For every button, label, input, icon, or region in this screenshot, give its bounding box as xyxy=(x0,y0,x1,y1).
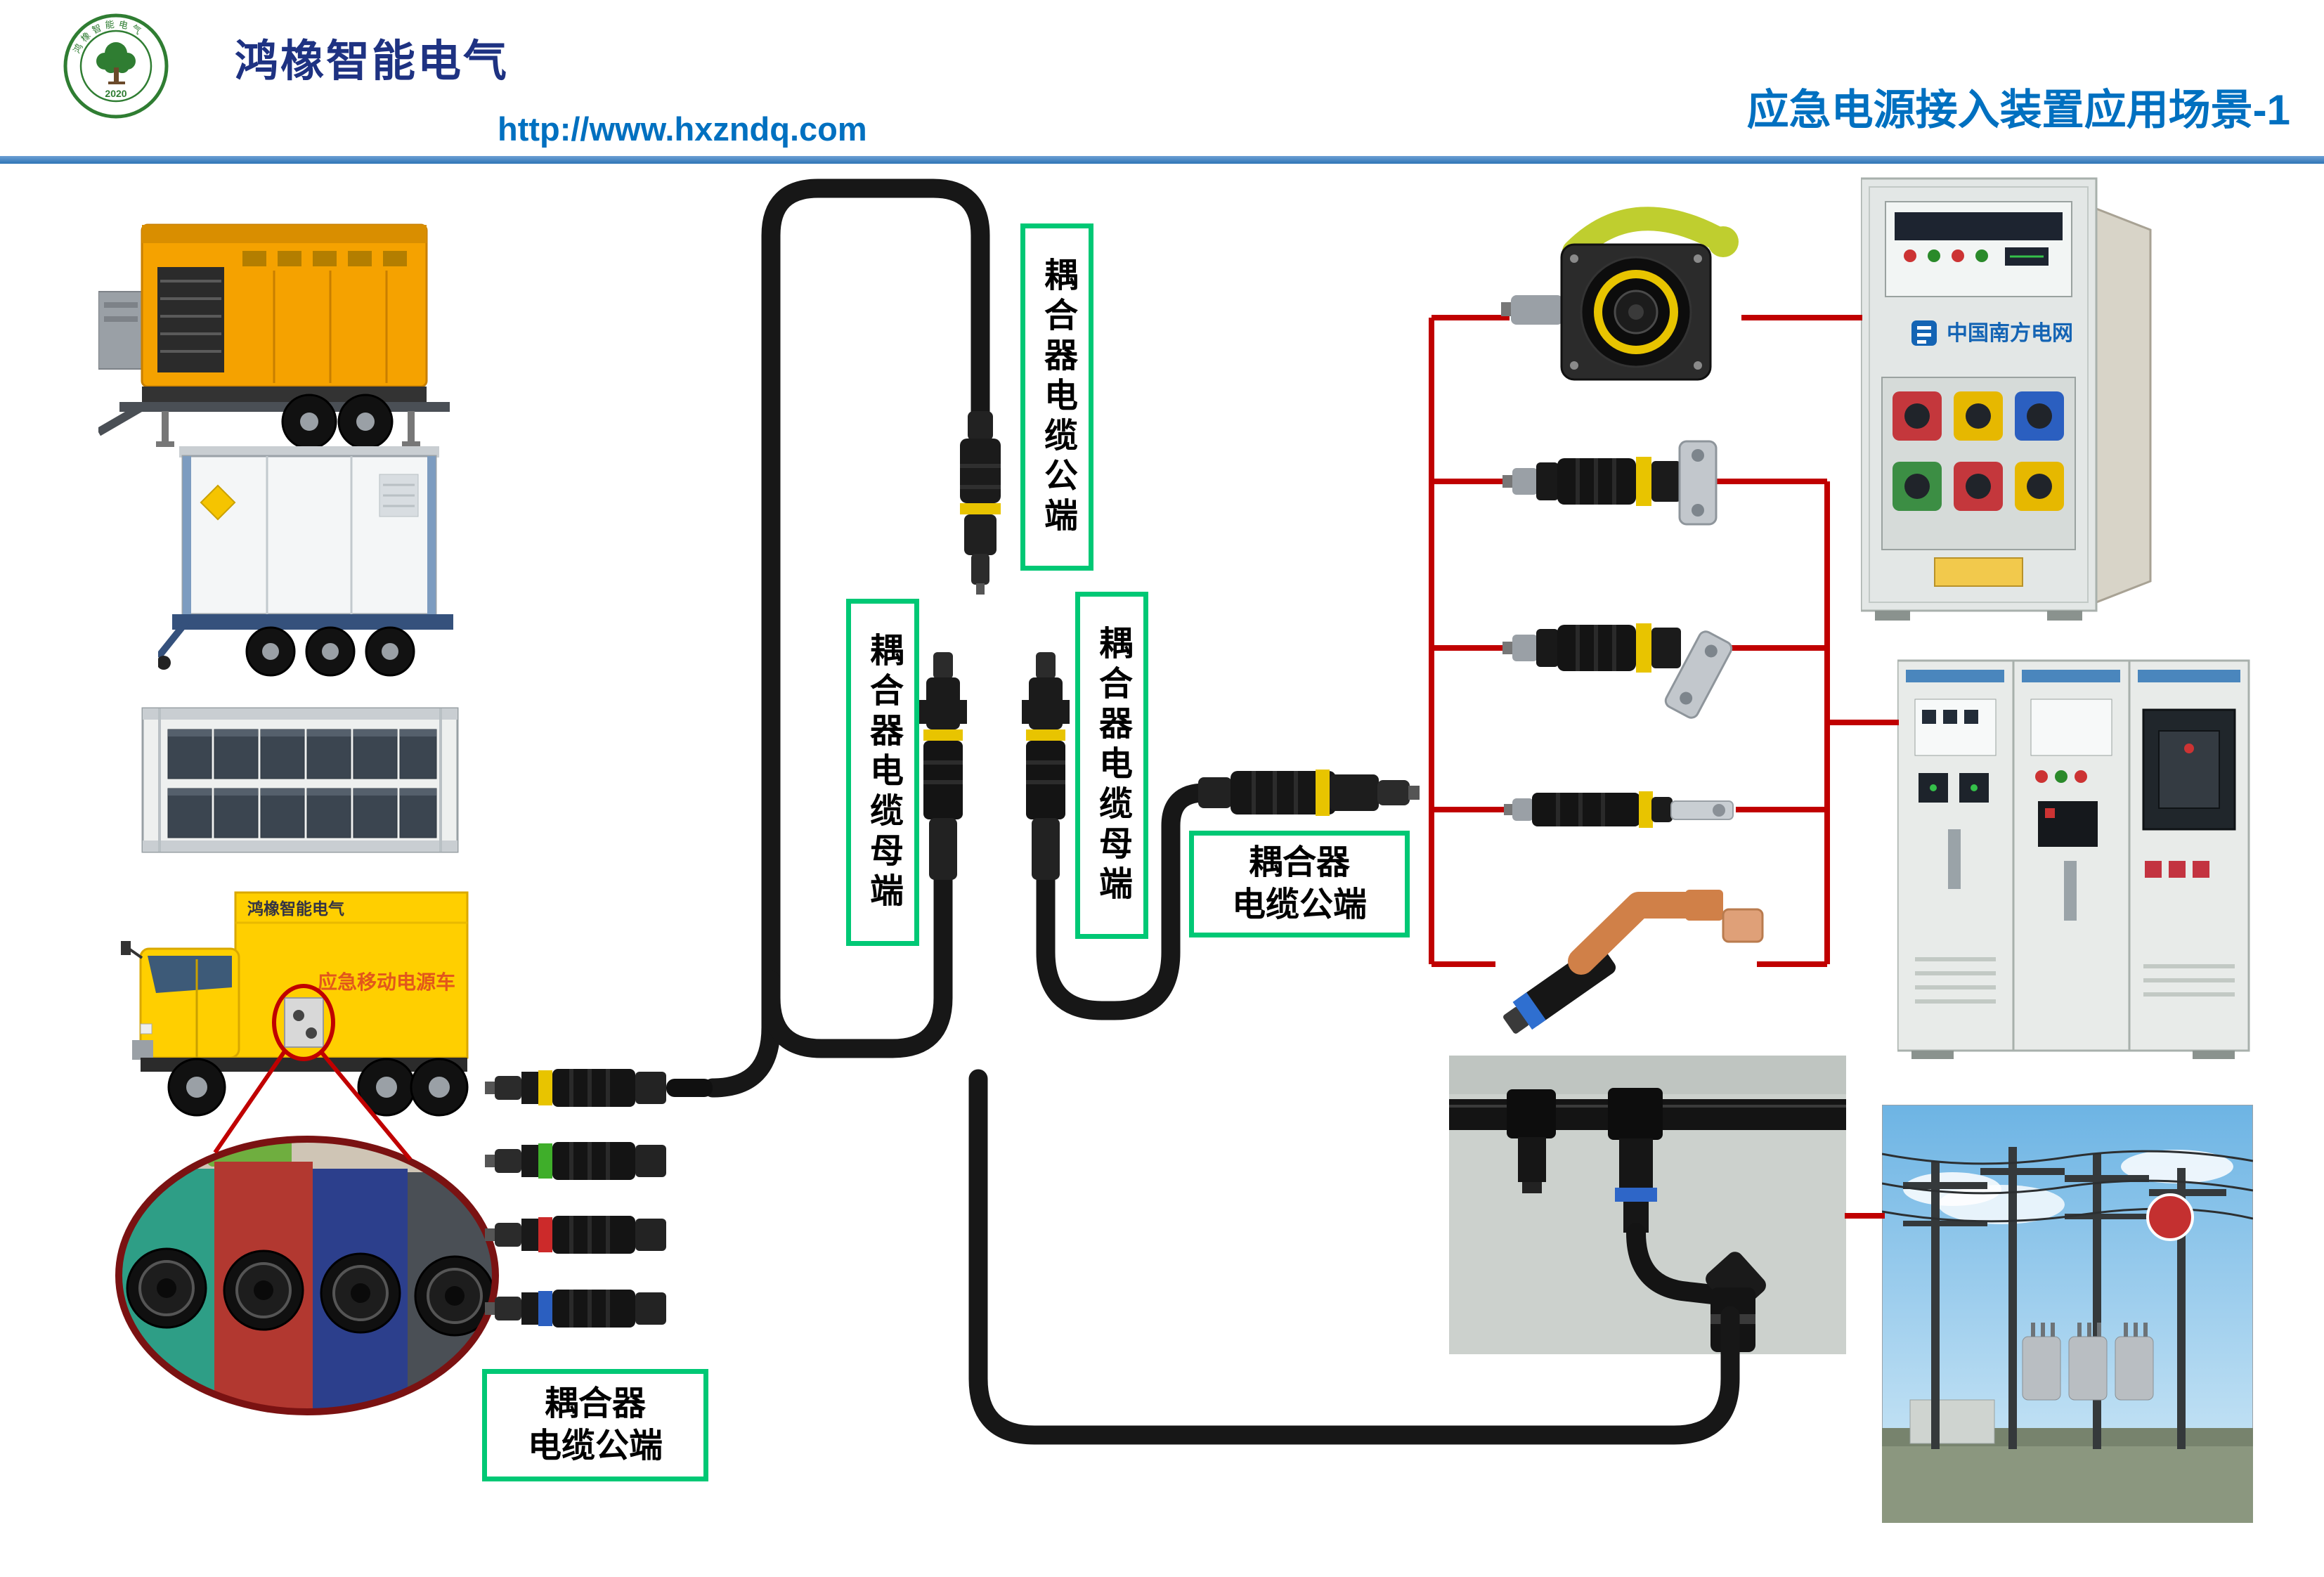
bulkhead-receptacle-bracket xyxy=(1502,623,1733,719)
page-title: 应急电源接入装置应用场景-1 xyxy=(1746,86,2290,134)
transformer-trailer-image xyxy=(158,446,453,677)
transformer-icons xyxy=(2022,1323,2154,1401)
tree-icon xyxy=(96,42,136,84)
label-coupler-cable-male-mid: 耦合器 电缆公端 xyxy=(1189,831,1410,937)
website-url: http://www.hxzndq.com xyxy=(498,110,867,148)
company-name: 鸿橡智能电气 xyxy=(235,37,509,86)
distribution-cabinet-image: 中国南方电网 xyxy=(1861,177,2152,621)
truck-side-text: 应急移动电源车 xyxy=(318,971,455,993)
coupler-male-connector-top xyxy=(960,411,1001,595)
battery-container-image xyxy=(141,707,459,853)
label-line-2: 电缆公端 xyxy=(527,1427,663,1465)
tbranch-connector-1 xyxy=(1507,1089,1556,1193)
grid-brand-logo xyxy=(1911,320,1937,346)
panel-inlet-socket xyxy=(1501,207,1739,381)
generator-trailer-image xyxy=(98,223,450,450)
spare-coupler-plug-green xyxy=(485,1142,666,1180)
spare-coupler-plug-blue xyxy=(485,1290,666,1328)
label-line-1: 耦合器 xyxy=(544,1385,646,1422)
cabinet-brand-text: 中国南方电网 xyxy=(1947,321,2073,345)
header-divider xyxy=(0,156,2324,164)
label-coupler-cable-male-bottom: 耦合器 电缆公端 xyxy=(482,1369,708,1481)
label-line-2: 电缆公端 xyxy=(1231,886,1367,923)
red-connection-lines xyxy=(213,315,1899,1219)
logo-year: 2020 xyxy=(105,88,126,99)
tbranch-connector-2 xyxy=(1608,1088,1663,1233)
company-logo: 鸿橡智能电气 2020 xyxy=(63,13,169,119)
copper-terminal-connector xyxy=(1503,890,1764,1034)
label-line-1: 耦合器 xyxy=(1248,844,1350,881)
red-badge-icon xyxy=(2146,1193,2194,1241)
connector-sockets-zoom-image xyxy=(115,1136,499,1415)
coupler-female-connector-right xyxy=(1022,652,1070,880)
coupler-male-connector-horizontal xyxy=(1198,770,1420,816)
round-socket-icons xyxy=(126,1247,495,1337)
label-coupler-cable-female-right: 耦合器电缆母端 xyxy=(1075,592,1148,939)
truck-brand-text: 鸿橡智能电气 xyxy=(247,900,344,918)
label-coupler-cable-male-top: 耦合器电缆公端 xyxy=(1020,223,1093,571)
callout-circle xyxy=(272,984,335,1061)
spare-coupler-plug-yellow xyxy=(485,1069,713,1107)
cable-runs xyxy=(703,179,1740,1445)
coupler-female-connector-left xyxy=(919,652,967,880)
bulkhead-receptacle-flange xyxy=(1502,440,1718,526)
label-coupler-cable-female-left: 耦合器电缆母端 xyxy=(846,599,919,946)
busbar-tconnector-image xyxy=(1449,1056,1846,1354)
switchgear-cabinets-image xyxy=(1897,659,2250,1059)
colored-socket-icons xyxy=(1893,391,2064,511)
receptacle-with-lug xyxy=(1504,791,1734,828)
substation-photo xyxy=(1882,1105,2253,1523)
spare-coupler-plug-red xyxy=(485,1216,666,1254)
power-truck-image: 鸿橡智能电气 应急移动电源车 xyxy=(121,891,469,1117)
